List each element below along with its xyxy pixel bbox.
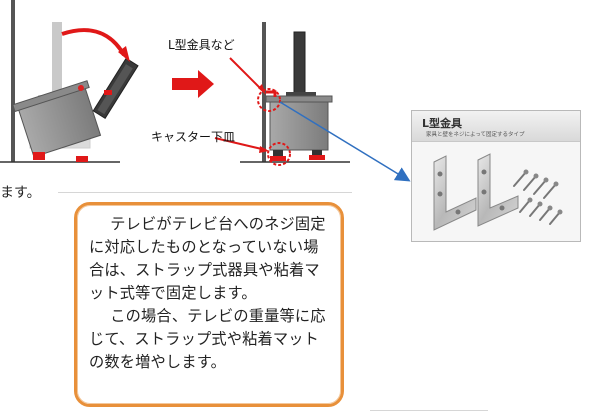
photo-header: L型金具 家具と壁をネジによって固定するタイプ xyxy=(412,111,580,142)
red-mark xyxy=(104,90,112,95)
curved-arrow-icon xyxy=(61,28,126,57)
divider-top xyxy=(58,192,352,193)
caster-dish-2 xyxy=(309,155,325,160)
right-scene xyxy=(214,22,350,166)
l-bracket-mark xyxy=(266,90,277,97)
label-l-bracket: L型金具など xyxy=(168,38,235,52)
photo-subtitle: 家具と壁をネジによって固定するタイプ xyxy=(426,132,525,138)
caster-left-1 xyxy=(33,152,45,160)
callout-paragraph-1: テレビがテレビ台へのネジ固定に対応したものとなっていない場合は、ストラップ式器具… xyxy=(89,215,326,302)
label-caster-dish: キャスター下皿 xyxy=(151,130,236,144)
caster-left-2 xyxy=(76,156,88,162)
callout-paragraph-2: この場合、テレビの重量等に応じて、ストラップ式や粘着マットの数を増やします。 xyxy=(89,307,326,371)
l-bracket-1-icon xyxy=(433,155,477,231)
caster-dish-1 xyxy=(270,156,286,161)
photo-title: L型金具 xyxy=(422,117,463,130)
blue-pointer-arrow xyxy=(279,101,411,182)
caster-right-2 xyxy=(312,150,322,158)
bracket-highlight-circle xyxy=(257,88,281,112)
left-scene xyxy=(0,0,139,163)
l-bracket-2-icon xyxy=(477,153,519,227)
explanation-callout: テレビがテレビ台へのネジ固定に対応したものとなっていない場合は、ストラップ式器具… xyxy=(74,202,344,407)
l-bracket-photo-panel: L型金具 家具と壁をネジによって固定するタイプ xyxy=(411,110,581,242)
upright-tv xyxy=(293,31,306,97)
l-bracket-photo xyxy=(412,142,580,241)
left-wall xyxy=(11,0,15,162)
tipping-tv xyxy=(92,57,139,120)
caster-right-1 xyxy=(273,150,283,159)
arrow-right-icon xyxy=(172,70,214,98)
caster-highlight-circle xyxy=(267,142,291,166)
screws-icon xyxy=(513,171,561,225)
tipping-cabinet xyxy=(12,80,102,158)
divider-bottom xyxy=(370,410,488,411)
left-text-fragment: ます。 xyxy=(0,185,41,201)
